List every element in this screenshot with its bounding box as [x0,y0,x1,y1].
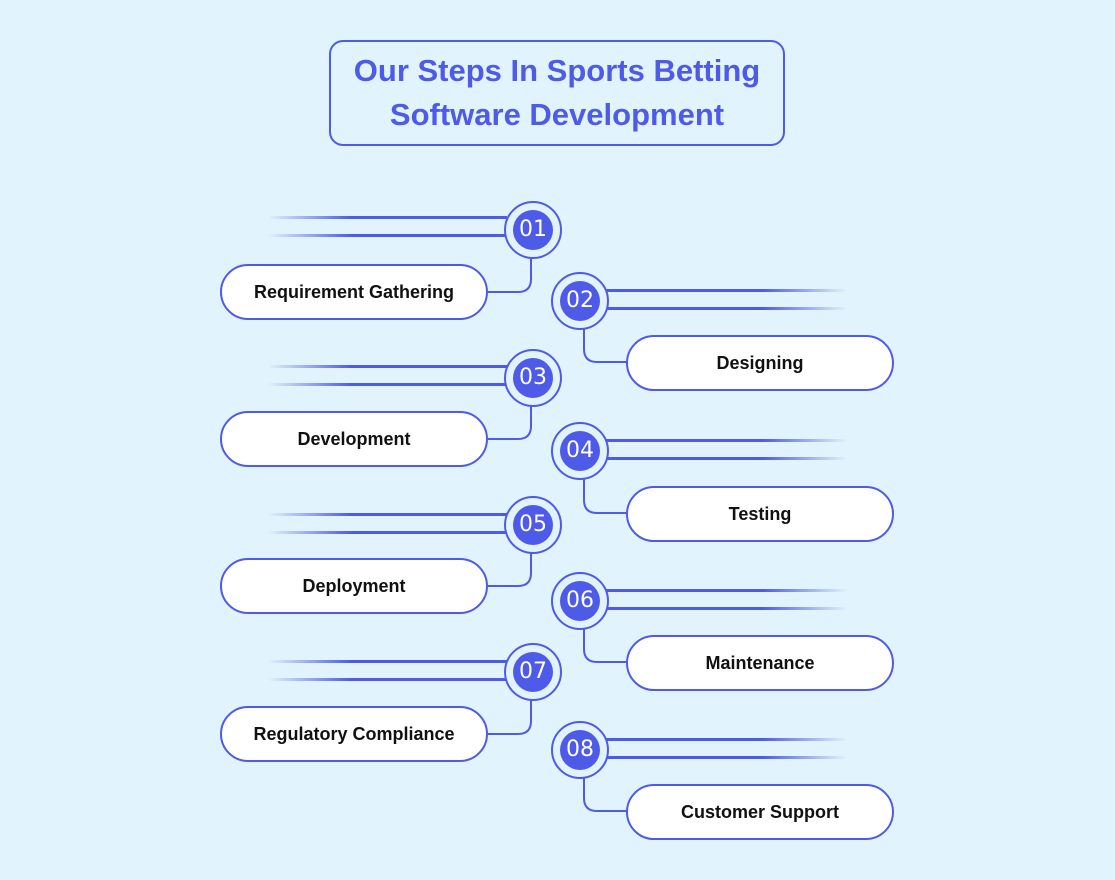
step-1-pill: Requirement Gathering [220,264,488,320]
step-5-number-badge: 05 [504,496,562,554]
step-3-lines [268,365,532,440]
step-5-label: Deployment [302,575,406,596]
title-line-2: Software Development [389,97,725,132]
step-6-number: 06 [560,581,600,621]
step-1-lines [268,216,532,293]
step-3-number-badge: 03 [504,349,562,407]
step-7-pill: Regulatory Compliance [220,706,488,762]
step-2-number: 02 [560,281,600,321]
step-5-lines [268,513,532,587]
step-1-number-badge: 01 [504,201,562,259]
step-2-number-badge: 02 [551,272,609,330]
step-4-pill: Testing [626,486,894,542]
step-4-lines [583,439,847,514]
step-3-pill: Development [220,411,488,467]
step-5-pill: Deployment [220,558,488,614]
step-8-label: Customer Support [680,801,839,822]
step-8-pill: Customer Support [626,784,894,840]
step-8-number-badge: 08 [551,721,609,779]
step-4-number: 04 [560,431,600,471]
step-6-lines [583,589,847,663]
step-4-number-badge: 04 [551,422,609,480]
step-3-number: 03 [513,358,553,398]
step-2-label: Designing [716,352,804,373]
step-8-number: 08 [560,730,600,770]
step-7-number: 07 [513,652,553,692]
step-3-label: Development [297,428,411,449]
step-1-label: Requirement Gathering [253,281,455,302]
title-box: Our Steps In Sports Betting Software Dev… [329,40,785,146]
step-2-lines [583,289,847,363]
step-1-number: 01 [513,210,553,250]
step-7-label: Regulatory Compliance [253,723,455,744]
step-7-number-badge: 07 [504,643,562,701]
title-line-1: Our Steps In Sports Betting [353,53,761,88]
step-7-lines [268,660,532,735]
step-6-pill: Maintenance [626,635,894,691]
page-title: Our Steps In Sports Betting Software Dev… [337,49,777,137]
step-6-number-badge: 06 [551,572,609,630]
step-2-pill: Designing [626,335,894,391]
step-6-label: Maintenance [705,652,815,673]
step-8-lines [583,738,847,812]
step-5-number: 05 [513,505,553,545]
step-4-label: Testing [728,503,792,524]
